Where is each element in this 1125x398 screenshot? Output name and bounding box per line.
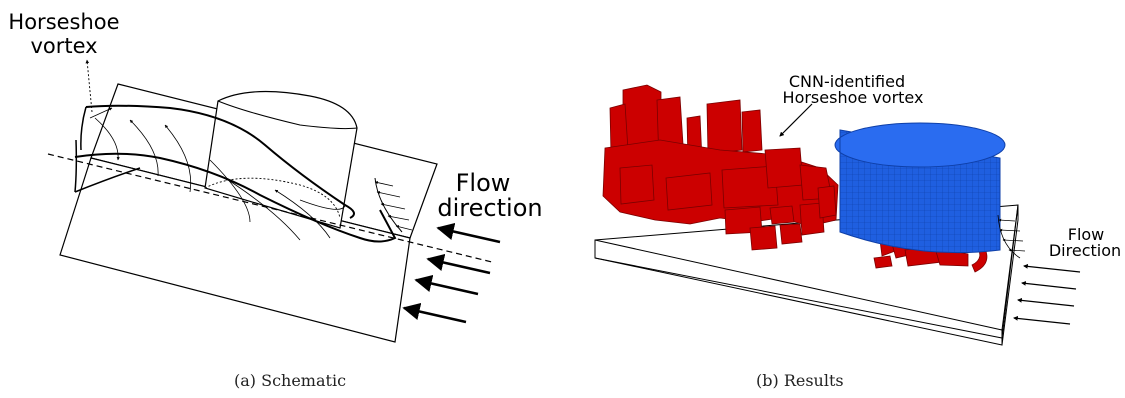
blue-cylinder [834,122,1006,254]
panel-b-results: CNN-identified Horseshoe vortex Flow Dir… [594,72,1121,346]
flow-label-line1: Flow [1068,225,1105,244]
vortex-upper-leg [85,104,355,219]
horseshoe-vortex-label-line2: vortex [30,34,97,58]
caption-b: (b) Results [756,371,844,390]
centerline [47,153,493,263]
horseshoe-vortex-label-line1: Horseshoe [8,10,119,34]
vortex-lower-leg [74,152,397,243]
panel-a-schematic: Horseshoe vortex Flow direction [8,10,543,343]
flow-arrows-a [402,222,501,324]
flow-direction-label-line2: direction [437,194,542,222]
cnn-label-line1: CNN-identified [789,72,905,91]
flow-arrows-b [1013,264,1081,325]
cnn-label-line2: Horseshoe vortex [783,88,924,107]
flow-label-line2: Direction [1049,241,1121,260]
flow-direction-label-line1: Flow [456,169,511,197]
wing-body [204,90,358,229]
cnn-vortex-voxels [602,84,988,273]
caption-a: (a) Schematic [234,371,347,390]
